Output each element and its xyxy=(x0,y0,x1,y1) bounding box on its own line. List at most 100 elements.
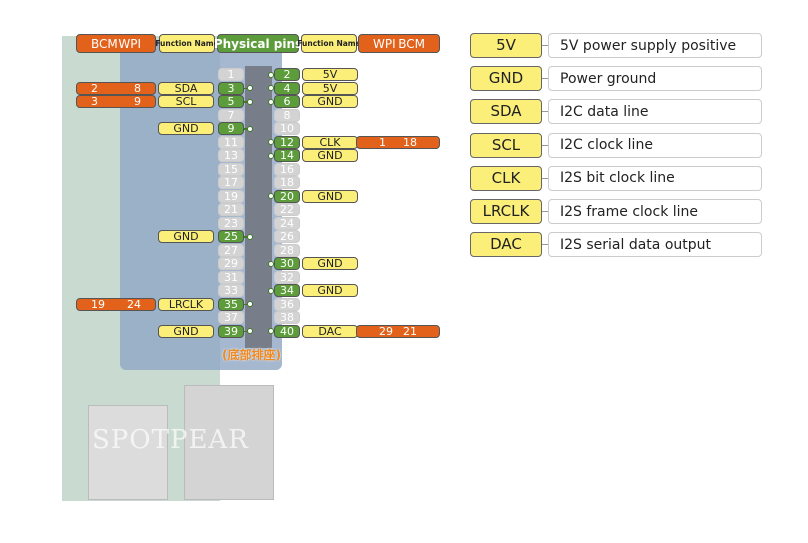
pin-25: 25 xyxy=(218,230,244,243)
legend-key: SCL xyxy=(470,132,542,158)
pin-bcm-wpi-label: 29 21 xyxy=(356,324,440,338)
legend-description: 5V power supply positive xyxy=(548,33,762,58)
pin-12: 12 xyxy=(274,135,300,149)
pin-32: 32 xyxy=(274,270,300,284)
bcm-number: 19 xyxy=(91,297,105,311)
pin-31: 31 xyxy=(218,270,244,284)
pin-connector-dot xyxy=(268,193,274,199)
legend-connector xyxy=(542,78,548,80)
pin-38: 38 xyxy=(274,311,300,324)
header-bcm: BCM xyxy=(398,36,425,51)
pin-13: 13 xyxy=(218,149,244,162)
wpi-number: 24 xyxy=(127,297,141,311)
pin-17: 17 xyxy=(218,176,244,189)
pin-30: 30 xyxy=(274,257,300,270)
pin-function-label: GND xyxy=(302,149,358,162)
pin-connector-line xyxy=(244,236,247,238)
pin-2: 2 xyxy=(274,68,300,81)
legend-description: I2C clock line xyxy=(548,132,762,158)
header-wpi: WPI xyxy=(118,36,141,51)
legend-connector xyxy=(542,111,548,113)
pin-33: 33 xyxy=(218,284,244,297)
pin-8: 8 xyxy=(274,108,300,122)
legend-key: GND xyxy=(470,66,542,92)
pin-29: 29 xyxy=(218,257,244,270)
legend-key: LRCLK xyxy=(470,199,542,224)
pin-14: 14 xyxy=(274,149,300,162)
pin-9: 9 xyxy=(218,122,244,135)
pin-36: 36 xyxy=(274,297,300,311)
pin-22: 22 xyxy=(274,203,300,216)
pin-connector-dot xyxy=(247,328,253,334)
pin-function-label: DAC xyxy=(302,324,358,338)
pin-16: 16 xyxy=(274,162,300,176)
pin-3: 3 xyxy=(218,81,244,95)
pin-connector-dot xyxy=(268,85,274,91)
legend-key: SDA xyxy=(470,99,542,125)
pin-15: 15 xyxy=(218,162,244,176)
header-left-function: Function Name xyxy=(155,34,219,53)
wpi-number: 1 xyxy=(379,135,386,149)
pin-function-label: GND xyxy=(158,122,214,135)
pin-connector-dot xyxy=(247,98,253,105)
bcm-number: 18 xyxy=(403,135,417,149)
pin-11: 11 xyxy=(218,135,244,149)
pin-39: 39 xyxy=(218,324,244,338)
pin-19: 19 xyxy=(218,189,244,203)
legend-connector xyxy=(542,144,548,146)
pin-10: 10 xyxy=(274,122,300,135)
pin-27: 27 xyxy=(218,243,244,257)
legend-description: I2C data line xyxy=(548,99,762,125)
legend-connector xyxy=(542,45,548,46)
legend-key: CLK xyxy=(470,165,542,191)
pin-function-label: LRCLK xyxy=(158,297,214,311)
pin-connector-line xyxy=(244,303,247,305)
pin-40: 40 xyxy=(274,324,300,338)
pin-connector-line xyxy=(244,101,247,103)
pin-connector-line xyxy=(244,330,247,332)
wpi-number: 9 xyxy=(134,95,141,108)
header-right-function: Function Name xyxy=(297,34,361,53)
pin-connector-line xyxy=(244,128,247,130)
bottom-header-note: (底部排座) xyxy=(222,348,281,362)
pin-function-label: GND xyxy=(302,95,358,108)
bcm-number: 2 xyxy=(91,81,98,95)
pin-function-label: 5V xyxy=(302,68,358,81)
legend-connector xyxy=(542,177,548,179)
wpi-number: 8 xyxy=(134,81,141,95)
pin-connector-dot xyxy=(247,301,253,307)
pin-connector-dot xyxy=(268,98,274,105)
bcm-number: 21 xyxy=(403,324,417,338)
pin-connector-line xyxy=(244,87,247,89)
pin-connector-dot xyxy=(268,71,274,78)
legend-description: I2S bit clock line xyxy=(548,165,762,191)
pin-23: 23 xyxy=(218,216,244,230)
legend-connector xyxy=(542,244,548,246)
pin-function-label: GND xyxy=(302,189,358,203)
pin-24: 24 xyxy=(274,216,300,230)
pin-connector-dot xyxy=(268,287,274,294)
pin-37: 37 xyxy=(218,311,244,324)
pin-28: 28 xyxy=(274,243,300,257)
pin-connector-dot xyxy=(268,260,274,267)
legend-key: 5V xyxy=(470,33,542,58)
legend-description: I2S serial data output xyxy=(548,232,762,258)
bcm-number: 3 xyxy=(91,95,98,108)
pin-function-label: SCL xyxy=(158,95,214,108)
pin-function-label: GND xyxy=(158,230,214,243)
pin-function-label: GND xyxy=(302,284,358,297)
pin-35: 35 xyxy=(218,297,244,311)
pin-6: 6 xyxy=(274,95,300,108)
pin-7: 7 xyxy=(218,108,244,122)
pin-connector-dot xyxy=(247,125,253,132)
pin-5: 5 xyxy=(218,95,244,108)
header-wpi: WPI xyxy=(373,36,396,51)
pin-function-label: SDA xyxy=(158,81,214,95)
pin-4: 4 xyxy=(274,81,300,95)
wpi-number: 29 xyxy=(379,324,393,338)
pin-function-label: GND xyxy=(158,324,214,338)
pin-connector-dot xyxy=(268,139,274,145)
